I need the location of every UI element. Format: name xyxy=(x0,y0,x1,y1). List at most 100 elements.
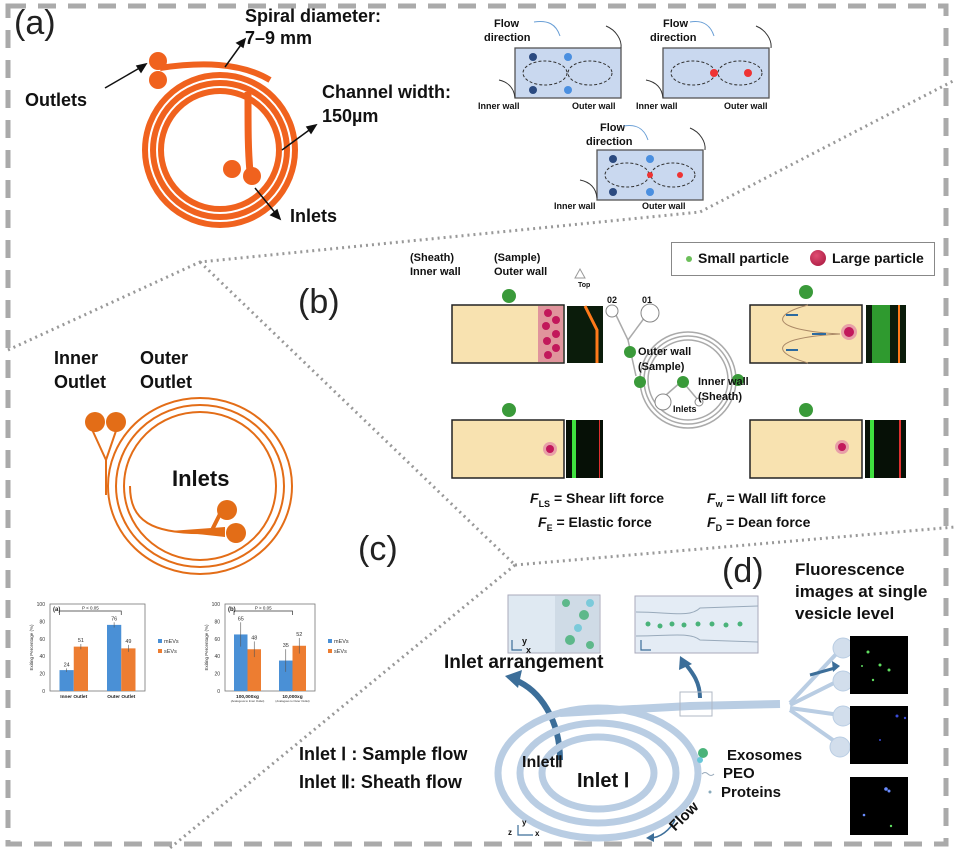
legend-swatch-mEVs xyxy=(328,639,332,643)
flow-label: Flow xyxy=(663,18,689,30)
chip-inlets-label: Inlets xyxy=(673,404,697,414)
channel-width-value: 150µm xyxy=(322,106,379,126)
significance-bracket xyxy=(233,610,293,615)
outer-dashed-border xyxy=(5,3,949,847)
panel-a-label: (a) xyxy=(14,4,56,42)
inlets-label: Inlets xyxy=(290,206,338,226)
spiral-ring xyxy=(107,397,293,575)
bar-sEVs xyxy=(247,649,261,691)
legend-exosomes: Exosomes xyxy=(727,747,803,764)
large-particle-label: Large particle xyxy=(832,250,924,266)
y-tick-label: 40 xyxy=(39,654,45,660)
inlet-port xyxy=(654,393,672,411)
outlet-port xyxy=(149,71,167,89)
inlet-port xyxy=(243,167,261,185)
direction-label: direction xyxy=(484,32,531,44)
bar-sEVs xyxy=(121,648,136,691)
divider-a-bc xyxy=(7,78,955,352)
axis-x-label-3d: x xyxy=(535,829,540,838)
flow-label: Flow xyxy=(494,18,520,30)
panel-b-graphics xyxy=(451,267,906,479)
inner-wall-sheath-label: Inner wall xyxy=(698,376,749,388)
outlet-01 xyxy=(640,303,660,323)
legend-label-sEVs: sEVs xyxy=(164,649,177,655)
inlet-I-tag: Inlet Ⅰ xyxy=(577,770,630,792)
arrow-inlets xyxy=(254,187,278,216)
force-wall-lift: Fw = Wall lift force xyxy=(707,490,826,509)
large-particle-icon xyxy=(810,250,826,266)
spiral-ring xyxy=(158,88,282,212)
inner-wall-label: Inner wall xyxy=(636,101,678,111)
spiral-diameter-value: 7–9 mm xyxy=(245,28,313,48)
inlet-port xyxy=(217,500,237,520)
outer-wall-label: Outer wall xyxy=(724,101,768,111)
legend-proteins: Proteins xyxy=(721,784,782,801)
divider-b-d xyxy=(514,525,955,567)
bar-sEVs xyxy=(73,646,88,691)
force-shear-lift: FLS = Shear lift force xyxy=(530,490,665,509)
step-4-marker xyxy=(799,403,813,417)
data-label: 76 xyxy=(111,616,117,622)
top-label: Top xyxy=(578,282,591,289)
y-axis-label: Exiting Percentage (%) xyxy=(29,624,34,671)
bar-mEVs xyxy=(234,634,248,691)
sheath-title: (Sheath) xyxy=(410,252,454,264)
exosome-icon xyxy=(698,748,708,758)
outer-wall-label: Outer wall xyxy=(572,101,616,111)
inlet-port xyxy=(226,523,246,543)
step-2-marker xyxy=(799,285,813,299)
force-dean: FD = Dean force xyxy=(707,514,811,533)
legend-label-mEVs: mEVs xyxy=(164,639,179,645)
spiral-ring xyxy=(123,411,277,561)
y-tick-label: 60 xyxy=(214,637,220,643)
arrow-to-channel-inset xyxy=(682,660,702,699)
inlet-port xyxy=(223,160,241,178)
direction-label: direction xyxy=(586,136,633,148)
y-tick-label: 80 xyxy=(39,619,45,625)
outer-wall-sample-sub: (Sample) xyxy=(638,361,685,373)
axis-z-label-3d: z xyxy=(508,828,512,837)
small-particle-icon xyxy=(686,256,692,262)
y-tick-label: 0 xyxy=(42,689,45,695)
fluorescence-image-mixed xyxy=(850,777,908,835)
data-label: 51 xyxy=(78,638,84,644)
protein-icon xyxy=(708,790,712,794)
inlet-arrangement-label: Inlet arrangement xyxy=(444,652,604,673)
outlet-02 xyxy=(605,304,619,318)
data-label: 65 xyxy=(238,616,244,622)
flow-label: Flow xyxy=(600,122,626,134)
inlet-II-tag: InletⅡ xyxy=(522,754,563,771)
y-tick-label: 100 xyxy=(212,602,221,608)
divider-b-c xyxy=(198,260,517,567)
x-tick-label: 100,000xg xyxy=(236,694,259,700)
step-1-marker xyxy=(502,289,516,303)
bar-mEVs xyxy=(279,660,293,691)
inner-wall-label: Inner wall xyxy=(554,201,596,211)
outlet-port xyxy=(85,412,105,432)
x-tick-label: Outer Outlet xyxy=(107,694,135,700)
x-tick-sublabel: (Analogous to Inner Outlet) xyxy=(231,699,265,703)
cross-section-graphics xyxy=(498,21,772,201)
fluorescence-image-blue xyxy=(850,706,908,764)
inner-wall-sheath-sub: (Sheath) xyxy=(698,391,742,403)
fluorescence-title-3: vesicle level xyxy=(795,604,895,623)
bar-mEVs xyxy=(59,670,74,691)
legend-swatch-mEVs xyxy=(158,639,162,643)
spiral-chip-c xyxy=(85,397,293,575)
y-tick-label: 20 xyxy=(39,672,45,678)
arrow-channel xyxy=(281,127,313,151)
y-tick-label: 20 xyxy=(214,672,220,678)
legend-peo: PEO xyxy=(723,765,755,782)
spiral-chip-a xyxy=(104,37,318,228)
arrow-diameter xyxy=(224,41,244,68)
inner-outlet-line1: Inner xyxy=(54,348,99,368)
panel-b-label: (b) xyxy=(298,283,340,321)
y-tick-label: 60 xyxy=(39,637,45,643)
spiral-ring xyxy=(115,404,285,568)
outlet-port xyxy=(149,52,167,70)
outlet-port xyxy=(106,412,126,432)
spiral-ring xyxy=(142,72,298,228)
fluorescence-title-2: images at single xyxy=(795,582,928,601)
